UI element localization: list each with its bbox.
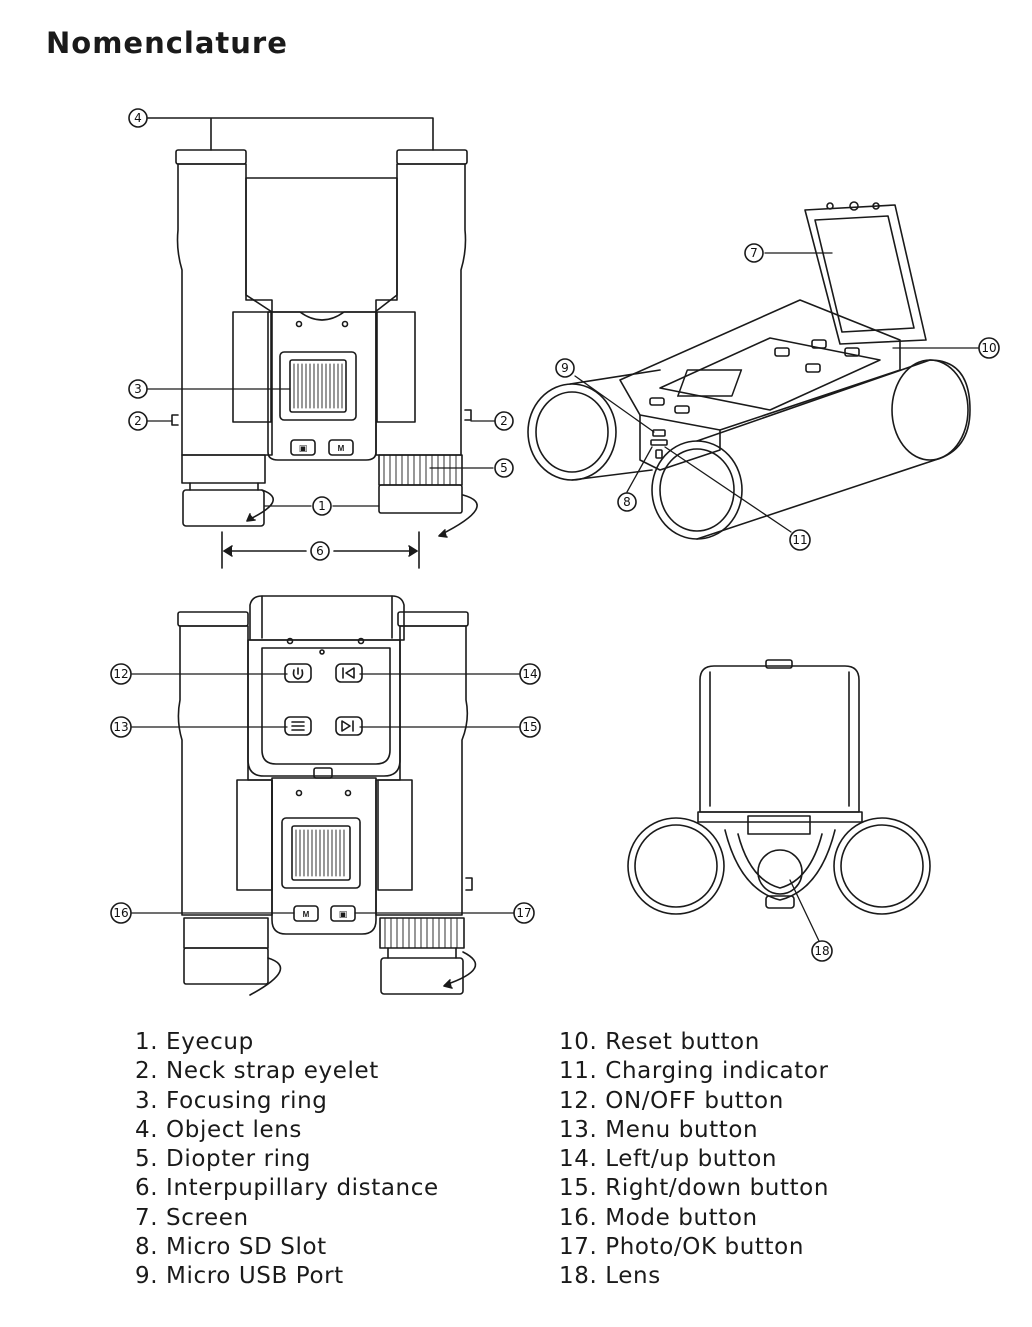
callout-7: 7 xyxy=(744,243,764,263)
svg-text:15: 15 xyxy=(522,720,537,734)
callout-13: 13 xyxy=(110,716,132,738)
callout-2-left: 2 xyxy=(128,411,148,431)
legend-item: 17. Photo/OK button xyxy=(559,1234,805,1261)
svg-text:1: 1 xyxy=(318,499,326,513)
callout-2-right: 2 xyxy=(494,411,514,431)
legend-item: 4. Object lens xyxy=(135,1116,302,1143)
callout-6: 6 xyxy=(310,541,330,561)
callout-11: 11 xyxy=(789,529,811,551)
legend-item: 11. Charging indicator xyxy=(559,1058,829,1085)
mode-button-glyph-top: M xyxy=(338,444,345,453)
legend-left-column: 1. Eyecup 2. Neck strap eyelet 3. Focusi… xyxy=(135,1028,439,1292)
callout-15: 15 xyxy=(519,716,541,738)
legend-right-column: 10. Reset button 11. Charging indicator … xyxy=(559,1028,829,1292)
bottom-view-binocular: M ▣ xyxy=(177,595,477,996)
legend-item: 13. Menu button xyxy=(559,1116,759,1143)
legend-item: 15. Right/down button xyxy=(559,1175,830,1202)
photo-button-glyph-bottom: ▣ xyxy=(339,909,348,919)
binocular-diagram: ▣ M xyxy=(110,108,1000,996)
svg-text:4: 4 xyxy=(134,111,142,125)
svg-text:12: 12 xyxy=(113,667,128,681)
callout-leaders xyxy=(131,252,979,942)
callout-markers: 1 2 2 3 4 5 6 7 8 9 10 11 12 13 14 15 16… xyxy=(110,108,1000,962)
svg-text:3: 3 xyxy=(134,382,142,396)
legend-item: 12. ON/OFF button xyxy=(559,1087,784,1114)
svg-text:5: 5 xyxy=(500,461,508,475)
svg-text:7: 7 xyxy=(750,246,758,260)
legend-item: 10. Reset button xyxy=(559,1029,760,1055)
svg-text:8: 8 xyxy=(623,495,631,509)
callout-14: 14 xyxy=(519,663,541,685)
svg-text:18: 18 xyxy=(814,944,829,958)
svg-text:11: 11 xyxy=(792,533,807,547)
perspective-view-binocular xyxy=(527,201,971,540)
svg-text:2: 2 xyxy=(500,414,508,428)
svg-text:13: 13 xyxy=(113,720,128,734)
callout-16: 16 xyxy=(110,902,132,924)
legend-item: 7. Screen xyxy=(135,1204,249,1231)
svg-text:9: 9 xyxy=(561,361,569,375)
legend-item: 2. Neck strap eyelet xyxy=(135,1058,379,1085)
callout-10: 10 xyxy=(978,337,1000,359)
callout-3: 3 xyxy=(128,379,148,399)
legend-item: 18. Lens xyxy=(559,1263,661,1290)
mode-button-glyph-bottom: M xyxy=(303,910,310,919)
legend-item: 16. Mode button xyxy=(559,1204,758,1231)
legend-item: 3. Focusing ring xyxy=(135,1087,328,1114)
legend-item: 8. Micro SD Slot xyxy=(135,1234,327,1261)
top-view-binocular: ▣ M xyxy=(147,117,478,569)
legend-item: 1. Eyecup xyxy=(135,1029,254,1055)
callout-18: 18 xyxy=(811,940,833,962)
svg-text:10: 10 xyxy=(981,341,996,355)
svg-text:16: 16 xyxy=(113,906,128,920)
svg-text:14: 14 xyxy=(522,667,537,681)
front-view-binocular xyxy=(627,659,931,915)
photo-button-glyph-top: ▣ xyxy=(299,443,308,453)
legend-item: 5. Diopter ring xyxy=(135,1146,311,1173)
callout-1: 1 xyxy=(312,496,332,516)
callout-4: 4 xyxy=(128,108,148,128)
legend-item: 9. Micro USB Port xyxy=(135,1263,344,1290)
callout-17: 17 xyxy=(513,902,535,924)
svg-text:6: 6 xyxy=(316,544,324,558)
callout-8: 8 xyxy=(617,492,637,512)
callout-5: 5 xyxy=(494,458,514,478)
legend-item: 14. Left/up button xyxy=(559,1146,778,1173)
legend-item: 6. Interpupillary distance xyxy=(135,1175,439,1202)
callout-12: 12 xyxy=(110,663,132,685)
svg-text:17: 17 xyxy=(516,906,531,920)
svg-text:2: 2 xyxy=(134,414,142,428)
page-title: Nomenclature xyxy=(46,26,288,60)
callout-9: 9 xyxy=(555,358,575,378)
